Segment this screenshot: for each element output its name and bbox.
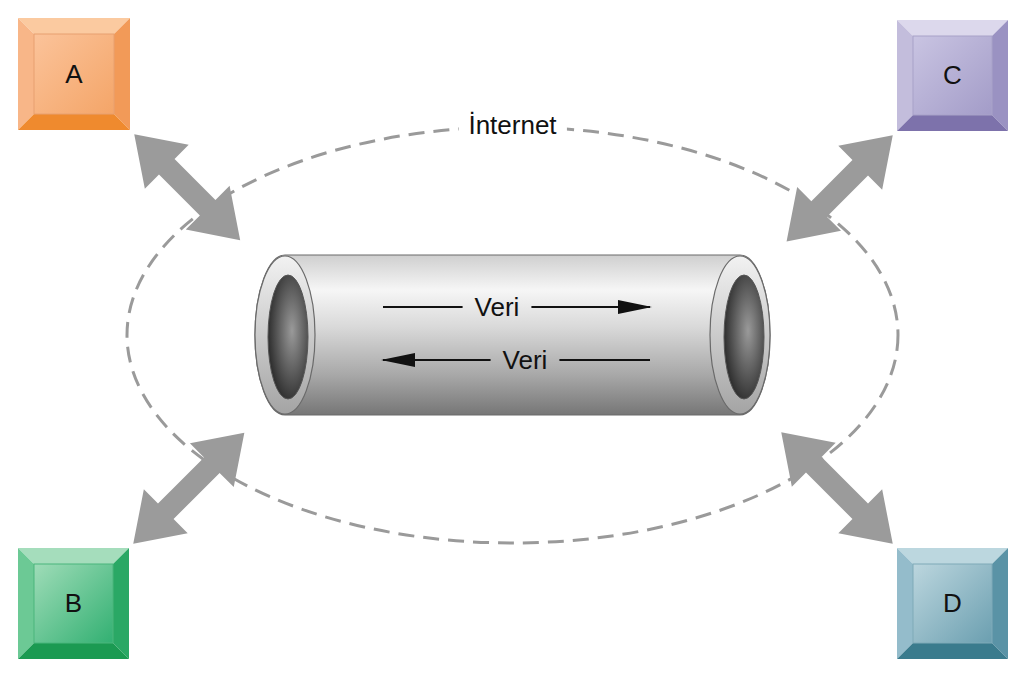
network-cloud: VeriVeriİnternet — [125, 125, 900, 545]
flow-arrowhead — [381, 353, 415, 367]
ellipse-outline — [125, 125, 900, 545]
tube-rim — [255, 256, 315, 414]
tube-body — [255, 255, 770, 415]
tube-opening — [268, 275, 308, 399]
host-box: B — [18, 548, 129, 659]
box-bevel — [113, 548, 129, 659]
box-bevel — [897, 20, 913, 131]
host-label: D — [943, 589, 962, 618]
box-bevel — [18, 548, 129, 564]
box-bevel — [18, 18, 34, 130]
host-label: A — [65, 60, 82, 89]
box-bevel — [18, 114, 130, 130]
box-bevel — [897, 643, 1008, 659]
box-face — [913, 564, 992, 643]
box-bevel — [897, 115, 1008, 131]
box-bevel — [992, 548, 1008, 659]
box-bevel — [992, 20, 1008, 131]
box-bevel — [897, 548, 913, 659]
box-bevel — [18, 18, 130, 34]
box-bevel — [897, 548, 1008, 564]
data-label: Veri — [475, 293, 520, 322]
host-label: C — [943, 61, 962, 90]
network-label: İnternet — [458, 111, 566, 140]
tube-outline — [255, 255, 770, 415]
box-face — [34, 34, 114, 114]
tube-rim — [710, 256, 770, 414]
data-label: Veri — [503, 346, 548, 375]
box-bevel — [18, 643, 129, 659]
flow-line — [383, 306, 463, 308]
host-label: B — [65, 589, 82, 618]
host-box: A — [18, 18, 130, 130]
box-bevel — [18, 548, 34, 659]
box-face — [34, 564, 113, 643]
flow-arrowhead — [618, 300, 652, 314]
host-box: D — [897, 548, 1008, 659]
tube-opening — [724, 275, 764, 399]
host-box: C — [897, 20, 1008, 131]
box-bevel — [114, 18, 130, 130]
box-face — [913, 36, 992, 115]
network-outline — [127, 127, 898, 543]
box-bevel — [897, 20, 1008, 36]
double-arrow — [133, 433, 244, 544]
data-tube: VeriVeri — [255, 255, 770, 415]
flow-line — [559, 359, 650, 361]
